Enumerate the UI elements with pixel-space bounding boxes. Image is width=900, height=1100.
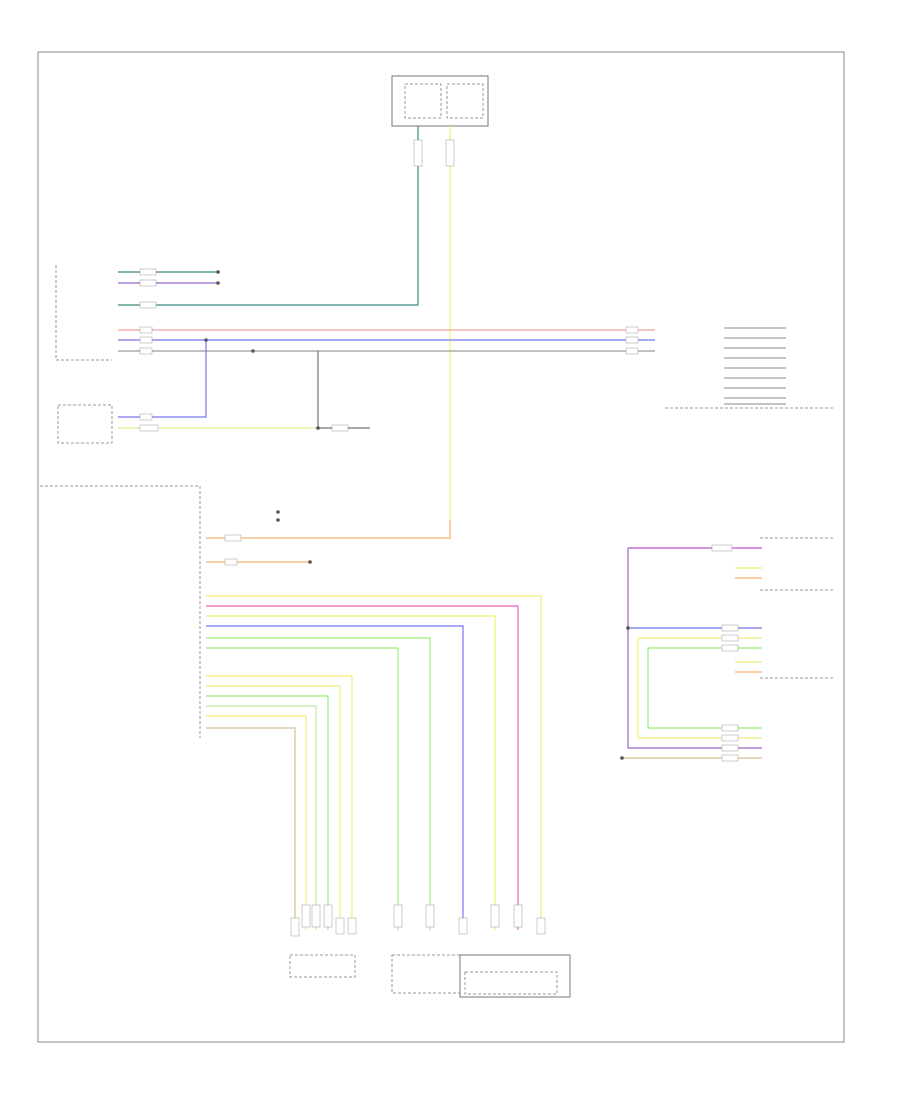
bottom-module-center — [391, 954, 461, 994]
electronic-steering-lock-module — [57, 404, 113, 444]
bottom-submodule — [464, 971, 558, 995]
wire-purple-right-1 — [627, 548, 762, 749]
central-module — [40, 485, 201, 738]
wire-yellow-4 — [206, 685, 341, 930]
wire-orange-fuse — [206, 520, 451, 539]
steering-column-switch-module — [55, 265, 112, 361]
wire-yellow-2 — [206, 615, 496, 930]
wire-yellow-5 — [206, 715, 307, 930]
bottom-module-left — [289, 954, 356, 978]
wire-green-1 — [206, 637, 431, 930]
wire-magenta-1 — [206, 605, 519, 930]
wire-gray-lock — [317, 351, 370, 429]
wire-green-3 — [206, 695, 329, 930]
wire-green-4 — [206, 705, 317, 930]
wire-tan-1 — [206, 727, 296, 930]
wire-yellow-right — [637, 637, 762, 739]
fuse-2 — [446, 83, 484, 119]
wire-yellow-3 — [206, 675, 353, 930]
wire-blue-1 — [206, 625, 464, 930]
fuse-1 — [404, 83, 442, 119]
wire-green-2 — [206, 647, 399, 930]
wire-teal-fuse — [118, 126, 419, 306]
bottom-module-right — [459, 954, 571, 998]
junction-dots — [204, 270, 630, 760]
right-connector-stubs — [724, 327, 786, 405]
wire-green-right — [647, 647, 762, 729]
wire-tags — [139, 139, 739, 937]
diagram-frame — [37, 51, 845, 1043]
wire-yellow-1 — [206, 595, 542, 930]
